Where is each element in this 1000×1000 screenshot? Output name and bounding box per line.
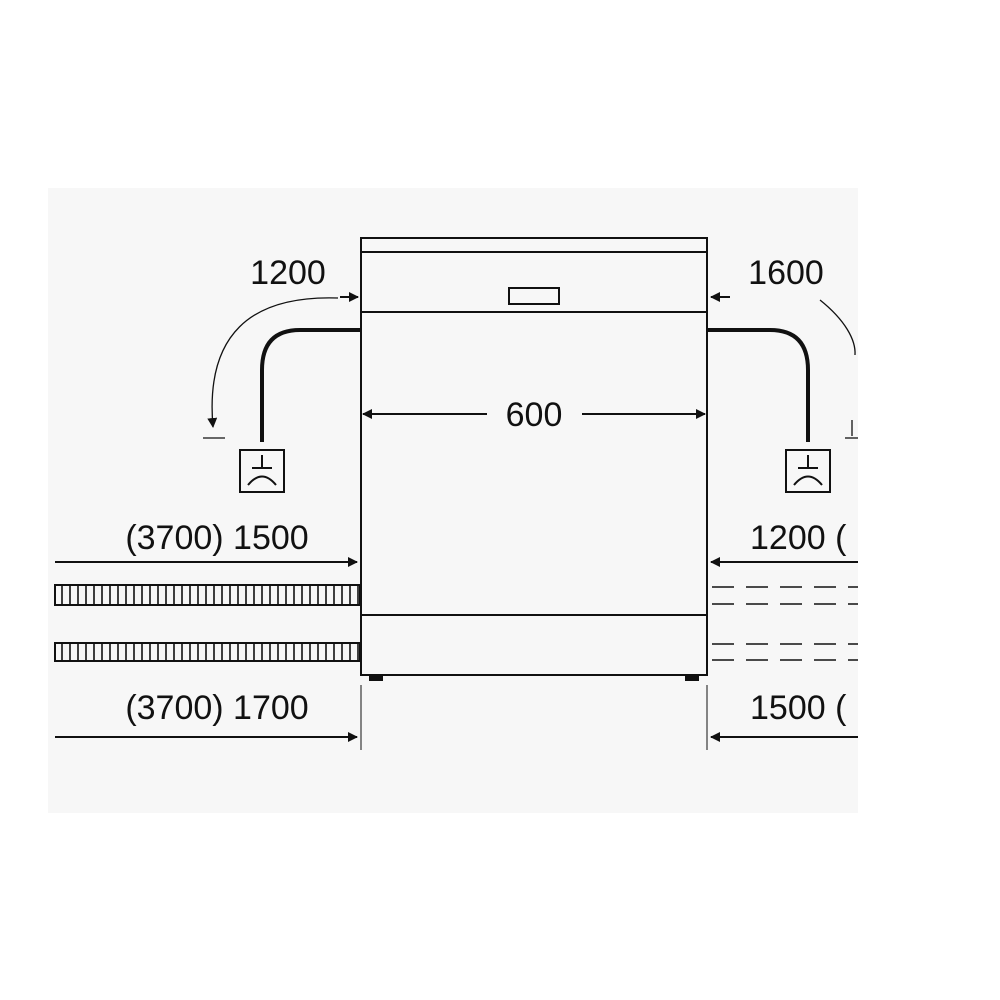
left-outlet: 1200 <box>203 254 361 493</box>
dishwasher <box>360 237 708 681</box>
right-lower-hose-label: 1500 ( <box>750 689 847 727</box>
right-outlet: 1600 <box>707 254 858 493</box>
display-window <box>508 287 560 305</box>
left-upper-hose-label: (3700) 1500 <box>125 519 308 557</box>
width-dimension: 600 <box>362 396 706 434</box>
lower-hose-dimensions: (3700) 1700 1500 ( <box>55 685 858 750</box>
right-hoses-dashed <box>712 586 858 661</box>
water-connection-icon <box>785 449 831 493</box>
right-drain-hose <box>707 328 810 442</box>
right-outlet-curve <box>819 299 856 356</box>
left-outlet-label: 1200 <box>250 254 326 292</box>
right-outlet-label: 1600 <box>748 254 824 292</box>
upper-hose-dimensions: (3700) 1500 1200 ( <box>55 519 858 567</box>
width-label: 600 <box>506 396 563 434</box>
right-upper-hose-label: 1200 ( <box>750 519 847 557</box>
left-hose-lower <box>54 642 361 662</box>
left-hoses <box>54 584 361 662</box>
water-connection-icon <box>239 449 285 493</box>
left-drain-hose <box>260 328 361 442</box>
right-foot <box>685 675 699 681</box>
left-lower-hose-label: (3700) 1700 <box>125 689 308 727</box>
diagram-background <box>48 188 858 813</box>
left-outlet-curve <box>207 297 339 428</box>
left-foot <box>369 675 383 681</box>
appliance-body <box>360 237 708 676</box>
left-hose-upper <box>54 584 361 606</box>
